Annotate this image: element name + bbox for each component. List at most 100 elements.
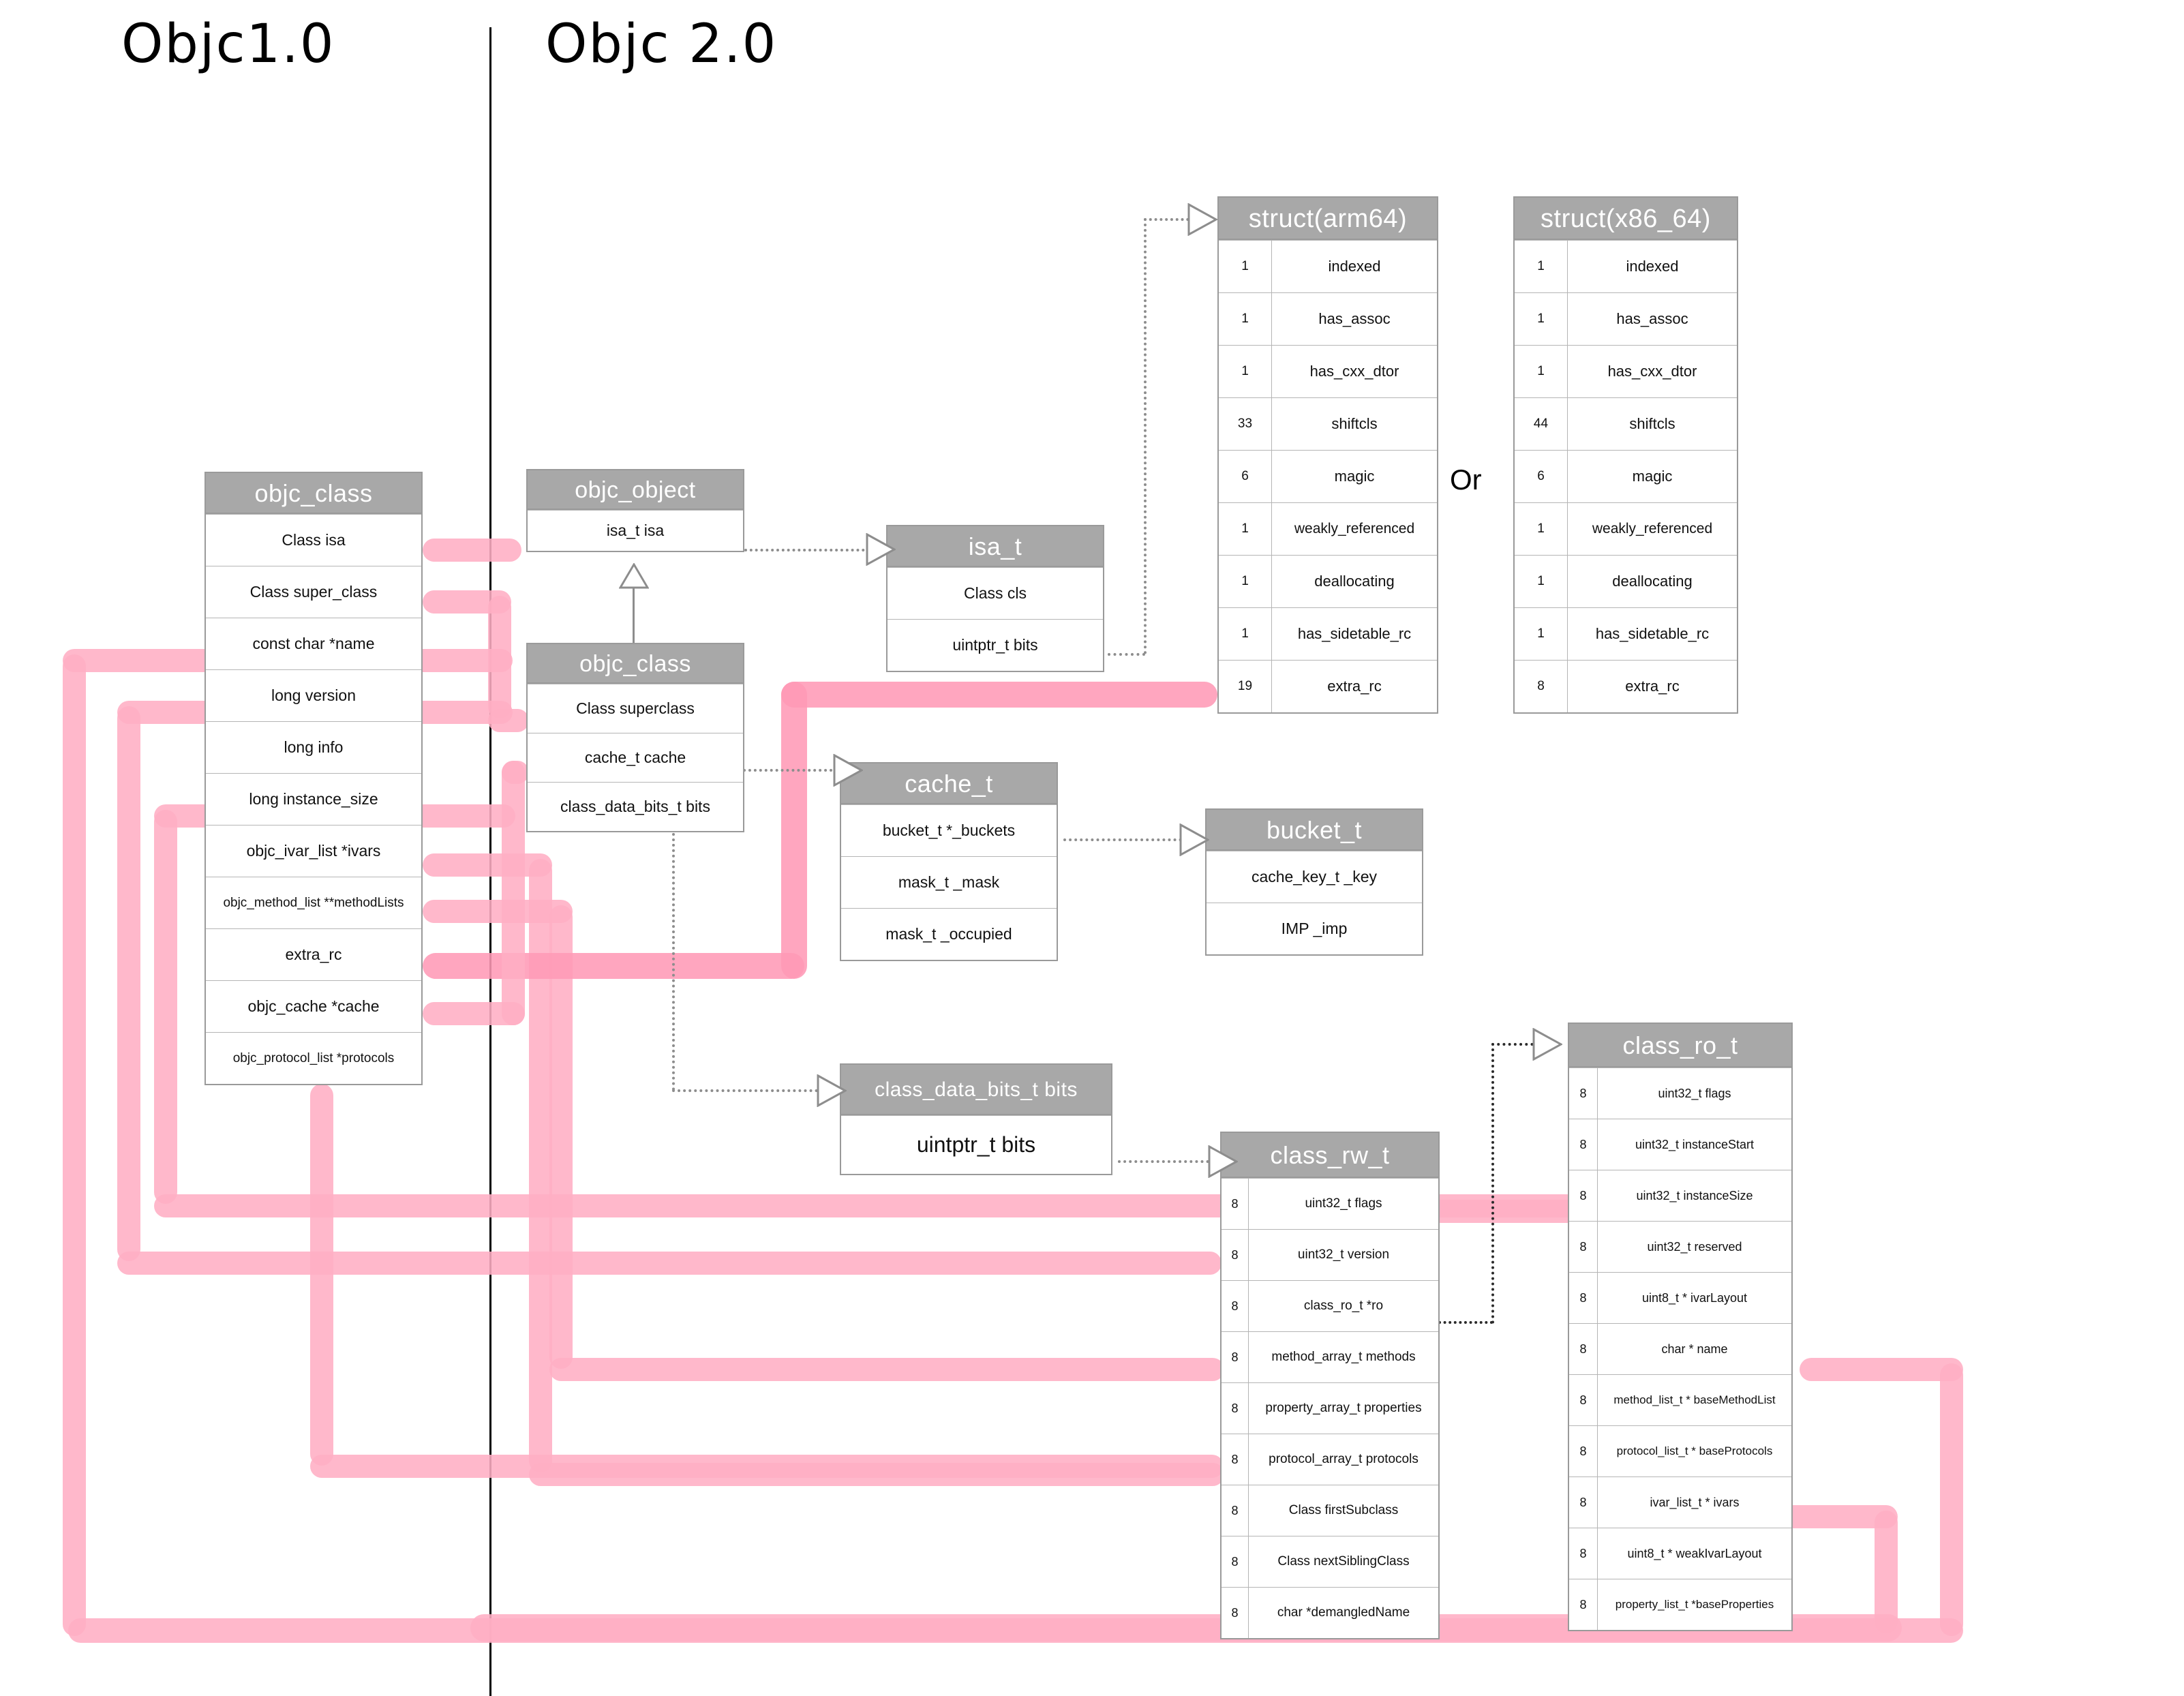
field-instance-start: 8 uint32_t instanceStart xyxy=(1569,1119,1791,1170)
field-base-properties: 8 property_list_t *baseProperties xyxy=(1569,1579,1791,1630)
highlight-trace-super-h2 xyxy=(488,709,529,732)
row-occupied: mask_t _occupied xyxy=(841,908,1057,960)
highlight-trace-cache-top xyxy=(502,761,529,784)
arrow-ro-to-rot xyxy=(1532,1028,1562,1061)
field-ro: 8 class_ro_t *ro xyxy=(1222,1280,1438,1331)
field-name: uint8_t * weakIvarLayout xyxy=(1627,1546,1762,1560)
box-title: objc_class xyxy=(206,473,421,514)
field-base-method-list: 8 method_list_t * baseMethodList xyxy=(1569,1374,1791,1425)
field-name: property_list_t *baseProperties xyxy=(1615,1598,1774,1611)
highlight-trace-super-v xyxy=(488,596,511,718)
field-ivars: 8 ivar_list_t * ivars xyxy=(1569,1477,1791,1528)
row-isa-t-isa: isa_t isa xyxy=(528,510,743,551)
field-name: char *demangledName xyxy=(1277,1605,1410,1620)
field-width: 6 xyxy=(1219,451,1272,502)
row-version: long version xyxy=(206,669,421,721)
row-info: long info xyxy=(206,721,421,773)
field-weakly-referenced: 1 weakly_referenced xyxy=(1515,502,1737,555)
field-name: has_sidetable_rc xyxy=(1595,625,1710,642)
highlight-trace-extrarc-v xyxy=(781,682,807,979)
row-extra-rc: extra_rc xyxy=(206,928,421,980)
field-name: has_assoc xyxy=(1318,310,1391,327)
field-width: 1 xyxy=(1219,556,1272,607)
field-magic: 6 magic xyxy=(1219,450,1437,502)
row-ivars: objc_ivar_list *ivars xyxy=(206,825,421,877)
field-name: uint32_t flags xyxy=(1305,1196,1382,1211)
field-flags: 8 uint32_t flags xyxy=(1569,1067,1791,1119)
field-name: has_cxx_dtor xyxy=(1309,363,1399,380)
field-width: 1 xyxy=(1219,346,1272,397)
heading-objc2: Objc 2.0 xyxy=(545,14,778,75)
highlight-trace-methods-h2 xyxy=(549,1358,1224,1381)
field-width: 1 xyxy=(1515,241,1568,292)
field-next-sibling-class: 8 Class nextSiblingClass xyxy=(1222,1536,1438,1587)
field-width: 1 xyxy=(1515,346,1568,397)
connector-cdbt-to-rw xyxy=(1118,1160,1220,1163)
box-title: objc_class xyxy=(528,644,743,684)
box-title: bucket_t xyxy=(1207,810,1422,851)
field-name: uint32_t flags xyxy=(1658,1086,1731,1100)
connector-ro-to-rot xyxy=(1491,1043,1545,1046)
field-width: 8 xyxy=(1222,1588,1249,1638)
field-flags: 8 uint32_t flags xyxy=(1222,1178,1438,1229)
field-name: magic xyxy=(1632,468,1673,485)
box-title: isa_t xyxy=(888,526,1103,567)
row-class-superclass: Class super_class xyxy=(206,566,421,618)
field-width: 8 xyxy=(1515,661,1568,712)
arrow-cdbt-to-rw xyxy=(1208,1145,1238,1178)
box-title: struct(arm64) xyxy=(1219,198,1437,240)
field-width: 8 xyxy=(1569,1068,1598,1119)
field-width: 8 xyxy=(1569,1324,1598,1374)
field-width: 33 xyxy=(1219,398,1272,450)
field-width: 44 xyxy=(1515,398,1568,450)
box-title: struct(x86_64) xyxy=(1515,198,1737,240)
connector-bits-right xyxy=(1108,653,1145,656)
connector-bits-up xyxy=(1144,218,1147,654)
field-name: protocol_list_t * baseProtocols xyxy=(1616,1444,1773,1457)
field-ivar-layout: 8 uint8_t * ivarLayout xyxy=(1569,1272,1791,1323)
field-name: uint32_t instanceSize xyxy=(1636,1188,1753,1202)
field-name: method_array_t methods xyxy=(1271,1350,1416,1364)
field-properties: 8 property_array_t properties xyxy=(1222,1382,1438,1434)
field-width: 6 xyxy=(1515,451,1568,502)
row-buckets: bucket_t *_buckets xyxy=(841,804,1057,856)
box-title: class_rw_t xyxy=(1222,1133,1438,1178)
connector-isa-to-isat xyxy=(744,549,881,551)
field-width: 8 xyxy=(1222,1536,1249,1587)
row-cache-t-cache: cache_t cache xyxy=(528,733,743,782)
field-name: method_list_t * baseMethodList xyxy=(1613,1393,1776,1406)
arrow-inheritance-up xyxy=(619,563,649,589)
box-title: objc_object xyxy=(528,470,743,510)
field-name: char * name xyxy=(1661,1342,1728,1356)
field-name: has_sidetable_rc xyxy=(1297,625,1412,642)
field-extra-rc: 19 extra_rc xyxy=(1219,660,1437,712)
box-title: cache_t xyxy=(841,763,1057,804)
field-indexed: 1 indexed xyxy=(1219,240,1437,292)
row-imp: IMP _imp xyxy=(1207,903,1422,954)
box-title: class_data_bits_t bits xyxy=(841,1065,1111,1115)
arrow-bits2-to-cdbt xyxy=(817,1074,847,1107)
field-name: weakly_referenced xyxy=(1294,521,1415,536)
arrow-bits-to-struct xyxy=(1187,203,1217,236)
field-name: has_assoc xyxy=(1616,310,1688,327)
row-class-data-bits: class_data_bits_t bits xyxy=(528,782,743,831)
box-struct-arm64: struct(arm64) 1 indexed 1 has_assoc 1 ha… xyxy=(1217,196,1438,714)
row-superclass: Class superclass xyxy=(528,684,743,733)
highlight-trace-name-right-h xyxy=(1800,1358,1963,1381)
row-instance-size: long instance_size xyxy=(206,773,421,825)
row-class-isa: Class isa xyxy=(206,514,421,566)
connector-bits-to-struct xyxy=(1144,218,1200,221)
field-deallocating: 1 deallocating xyxy=(1515,555,1737,607)
highlight-trace-extrarc-h2 xyxy=(781,682,1217,708)
connector-ro-right xyxy=(1438,1321,1493,1324)
highlight-trace-ivars-right-v xyxy=(1875,1511,1898,1633)
highlight-trace-name-right-v xyxy=(1940,1363,1963,1636)
field-name: shiftcls xyxy=(1629,415,1675,432)
field-weak-ivar-layout: 8 uint8_t * weakIvarLayout xyxy=(1569,1528,1791,1579)
field-width: 1 xyxy=(1515,293,1568,345)
field-extra-rc: 8 extra_rc xyxy=(1515,660,1737,712)
field-name: uint32_t instanceStart xyxy=(1635,1137,1755,1151)
highlight-trace-cache-v xyxy=(502,761,525,1025)
box-objc-class-1: objc_class Class isa Class super_class c… xyxy=(204,472,423,1085)
field-has-cxx-dtor: 1 has_cxx_dtor xyxy=(1219,345,1437,397)
